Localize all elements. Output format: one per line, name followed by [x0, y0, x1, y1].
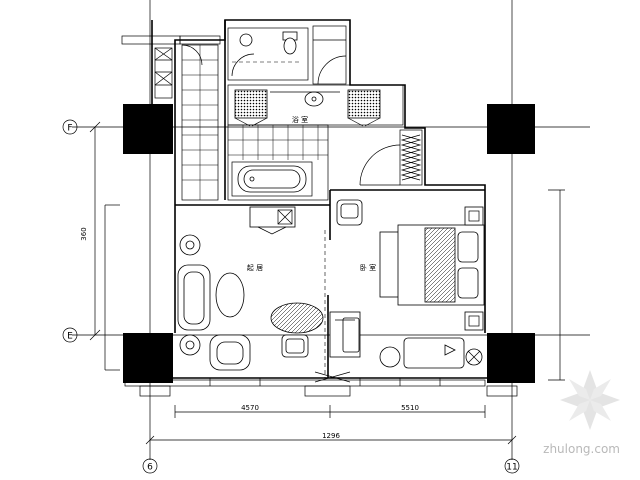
bathroom-label: 浴 室 [292, 115, 308, 124]
interior-walls [175, 20, 485, 378]
desk-area [329, 311, 361, 358]
dimension-text-bottom-left: 4570 [241, 404, 259, 412]
tv-cabinet [249, 206, 296, 235]
svg-text:F: F [67, 124, 72, 134]
wardrobe [399, 129, 423, 186]
axis-bubble-e: E [62, 327, 78, 343]
svg-text:E: E [67, 332, 73, 342]
structural-columns [123, 104, 535, 383]
dimension-text-bottom-right: 5510 [401, 404, 419, 412]
watermark-text: zhulong.com [543, 442, 620, 456]
living-area [177, 234, 324, 371]
bathroom-vanity [227, 84, 404, 127]
axis-grid [72, 0, 590, 460]
tiled-corridor [181, 44, 219, 201]
svg-text:6: 6 [147, 463, 153, 473]
dimension-text-overall: 1296 [322, 432, 340, 440]
axis-bubble-f: F [62, 119, 78, 135]
bed [379, 206, 485, 369]
living-label: 起 居 [247, 264, 263, 272]
bedroom-label: 卧 室 [360, 263, 376, 272]
dimension-lines [89, 121, 565, 445]
bathroom-floor [227, 124, 401, 201]
corridor-cabinet [154, 47, 173, 99]
window-mullions [209, 371, 441, 386]
desk-chair [336, 199, 363, 226]
dimension-text-left: 360 [80, 227, 88, 240]
wc-room [227, 25, 347, 85]
bathtub [231, 161, 313, 197]
axis-bubble-11: 11 [504, 458, 520, 474]
axis-bubble-6: 6 [142, 458, 158, 474]
watermark-logo [560, 370, 620, 430]
svg-text:11: 11 [506, 463, 517, 473]
